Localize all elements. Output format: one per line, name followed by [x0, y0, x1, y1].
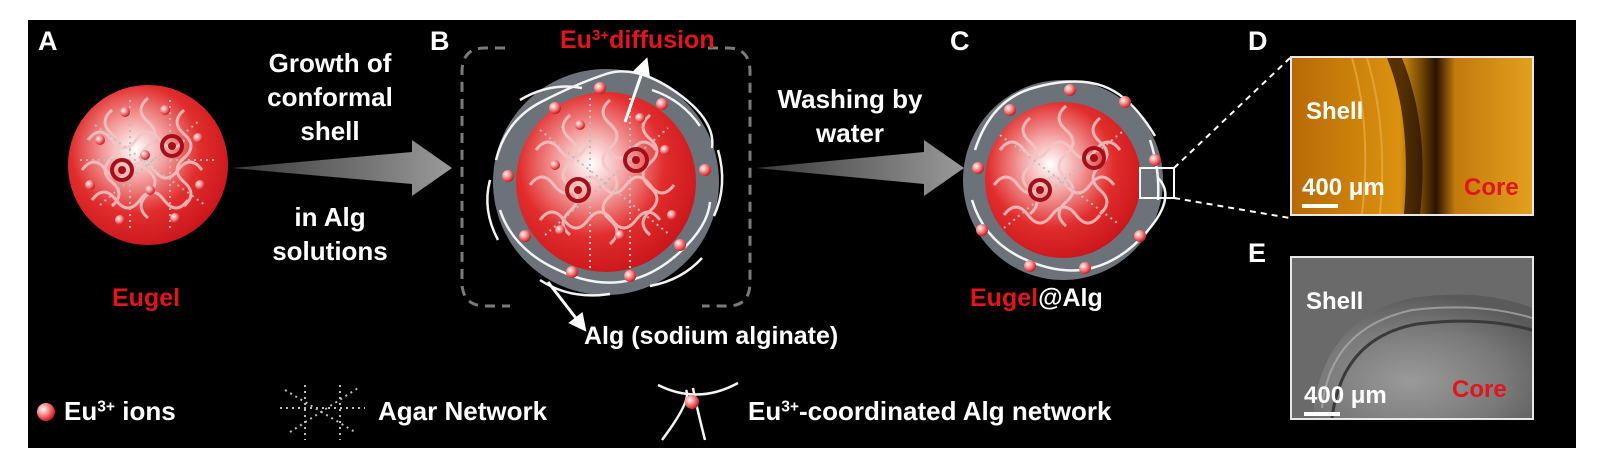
diffusion-arrow: [623, 57, 650, 123]
alg-pointer-arrow: [546, 281, 587, 332]
ion-legend-icon: [37, 403, 55, 421]
panel-label-a: A: [38, 26, 58, 56]
step1-text-top: Growth of conformal shell: [240, 46, 420, 148]
micrograph-e-scalebar: [1304, 412, 1340, 416]
legend-alg-suffix: -coordinated Alg network: [799, 396, 1112, 426]
step2-text: Washing by water: [760, 82, 940, 150]
product-label: Eugel@Alg: [970, 286, 1103, 311]
micrograph-d-shell: Shell: [1306, 98, 1364, 125]
diffusion-suffix: diffusion: [609, 26, 715, 54]
step1-line1: Growth of: [268, 48, 392, 78]
step2-line1: Washing by: [777, 84, 923, 114]
micrograph-e-shell: Shell: [1306, 288, 1364, 315]
legend-agar: Agar Network: [378, 396, 548, 426]
micrograph-d-core: Core: [1464, 174, 1519, 201]
legend-alg-prefix: Eu: [748, 396, 782, 426]
product-red-part: Eugel: [970, 284, 1039, 312]
panel-label-e: E: [1248, 238, 1267, 268]
legend-ions-sup: 3+: [97, 398, 116, 416]
diffusion-prefix: Eu: [560, 26, 592, 54]
panel-label-d: D: [1248, 26, 1268, 56]
legend-alg-sup: 3+: [781, 398, 800, 416]
micrograph-e-core: Core: [1452, 376, 1507, 403]
micrograph-e-scale: 400 μm: [1304, 382, 1387, 409]
eugel-sphere: [68, 85, 228, 245]
legend-ions: Eu3+ ions: [64, 398, 176, 424]
step1-line3: shell: [300, 116, 360, 146]
diffusion-label: Eu3+diffusion: [560, 28, 715, 53]
step1-line2: conformal: [267, 82, 393, 112]
step2-line2: water: [816, 118, 884, 148]
legend-alg: Eu3+-coordinated Alg network: [748, 398, 1112, 424]
legend-ions-prefix: Eu: [64, 396, 98, 426]
micrograph-d-scalebar: [1302, 204, 1338, 208]
agar-network-legend-icon: [280, 385, 365, 440]
diffusion-sup: 3+: [591, 26, 610, 44]
panel-label-c: C: [950, 26, 970, 56]
micrograph-d-image: [1292, 58, 1532, 214]
step1-line5: solutions: [272, 236, 388, 266]
micrograph-e: Shell Core 400 μm: [1290, 256, 1534, 420]
step1-line4: in Alg: [294, 202, 366, 232]
arrow-step-2: [756, 140, 964, 196]
alg-label: Alg (sodium alginate): [584, 322, 839, 350]
alg-network-legend-icon: [657, 381, 739, 441]
shell-sphere: [486, 69, 724, 297]
micrograph-e-image: [1292, 258, 1532, 418]
micrograph-d-scale: 400 μm: [1302, 174, 1385, 201]
micrograph-d: Shell Core 400 μm: [1290, 56, 1534, 216]
eugel-label: Eugel: [112, 284, 181, 312]
eugel-alg-sphere: [963, 57, 1291, 280]
dashed-bracket: [460, 46, 752, 308]
legend-ions-suffix: ions: [115, 396, 176, 426]
step1-text-bottom: in Alg solutions: [240, 200, 420, 268]
arrow-step-1: [232, 140, 452, 196]
product-white-part: @Alg: [1038, 284, 1103, 312]
panel-label-b: B: [430, 26, 450, 56]
